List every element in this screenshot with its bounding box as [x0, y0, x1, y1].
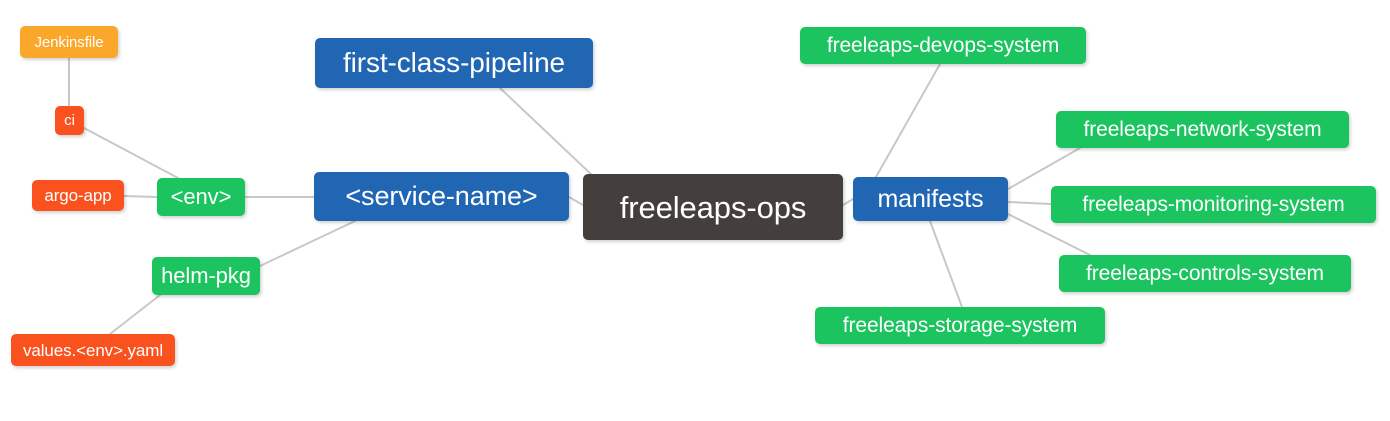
node-label-freeleaps-network-system: freeleaps-network-system	[1083, 118, 1322, 141]
node-label-argo-app: argo-app	[44, 186, 112, 205]
node-label-first-class-pipeline: first-class-pipeline	[342, 47, 566, 78]
node-jenkinsfile[interactable]: Jenkinsfile	[20, 26, 118, 58]
node-values-yaml[interactable]: values.<env>.yaml	[11, 334, 175, 366]
node-freeleaps-network-system[interactable]: freeleaps-network-system	[1056, 111, 1349, 148]
edge-freeleaps-ops-to-manifests	[842, 198, 854, 206]
edge-env-to-argo-app	[123, 195, 158, 198]
node-label-freeleaps-storage-system: freeleaps-storage-system	[842, 314, 1078, 337]
edge-manifests-to-freeleaps-monitoring-system	[1007, 201, 1052, 205]
edge-manifests-to-freeleaps-network-system	[1007, 147, 1081, 190]
node-label-ci: ci	[64, 112, 75, 129]
node-freeleaps-devops-system[interactable]: freeleaps-devops-system	[800, 27, 1086, 64]
node-env[interactable]: <env>	[157, 178, 245, 216]
node-label-freeleaps-monitoring-system: freeleaps-monitoring-system	[1082, 193, 1345, 216]
node-label-jenkinsfile: Jenkinsfile	[34, 33, 104, 51]
edge-service-name-to-helm-pkg	[259, 220, 356, 267]
node-label-values-yaml: values.<env>.yaml	[22, 340, 164, 360]
node-freeleaps-ops[interactable]: freeleaps-ops	[583, 174, 843, 240]
node-label-manifests: manifests	[877, 184, 984, 213]
node-label-helm-pkg: helm-pkg	[161, 263, 251, 288]
node-freeleaps-controls-system[interactable]: freeleaps-controls-system	[1059, 255, 1351, 292]
node-label-freeleaps-controls-system: freeleaps-controls-system	[1086, 262, 1324, 285]
node-freeleaps-storage-system[interactable]: freeleaps-storage-system	[815, 307, 1105, 344]
edge-freeleaps-ops-to-first-class-pipeline	[499, 87, 594, 177]
node-first-class-pipeline[interactable]: first-class-pipeline	[315, 38, 593, 88]
node-argo-app[interactable]: argo-app	[32, 180, 124, 211]
node-label-env: <env>	[170, 184, 232, 209]
node-label-freeleaps-devops-system: freeleaps-devops-system	[826, 34, 1060, 57]
node-label-service-name: <service-name>	[345, 181, 538, 211]
node-service-name[interactable]: <service-name>	[314, 172, 569, 221]
edge-manifests-to-freeleaps-devops-system	[875, 63, 941, 178]
node-freeleaps-monitoring-system[interactable]: freeleaps-monitoring-system	[1051, 186, 1376, 223]
edge-helm-pkg-to-values-yaml	[109, 294, 161, 335]
edge-env-to-ci	[83, 127, 179, 179]
edge-manifests-to-freeleaps-storage-system	[929, 220, 963, 308]
edge-freeleaps-ops-to-service-name	[568, 196, 584, 206]
node-label-freeleaps-ops: freeleaps-ops	[619, 189, 807, 225]
node-helm-pkg[interactable]: helm-pkg	[152, 257, 260, 295]
node-manifests[interactable]: manifests	[853, 177, 1008, 221]
node-ci[interactable]: ci	[55, 106, 84, 135]
